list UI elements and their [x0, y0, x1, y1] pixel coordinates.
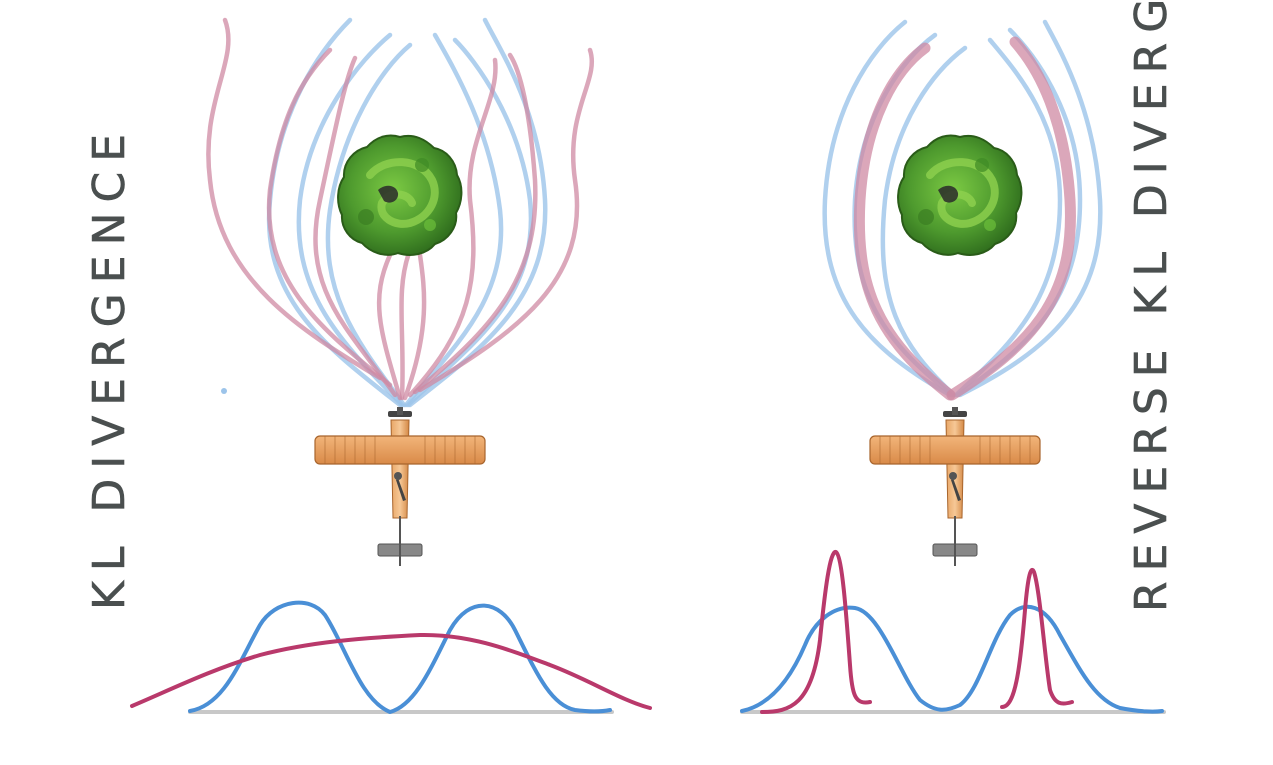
airplane-icon — [314, 406, 486, 567]
target-distribution-curve — [188, 600, 612, 714]
airplane-icon — [869, 406, 1041, 567]
stray-dot — [221, 388, 227, 394]
fitted-distribution-curve — [760, 549, 1074, 714]
right-panel-trajectories — [822, 19, 1103, 567]
tree-icon — [898, 135, 1021, 254]
tree-icon — [338, 135, 461, 254]
target-distribution-curve — [740, 604, 1164, 714]
left-label: KL DIVERGENCE — [84, 124, 135, 610]
right-label: REVERSE KL DIVERGENCE — [1126, 0, 1177, 612]
fitted-trajectories-left — [206, 17, 594, 401]
left-distribution-plot — [130, 600, 652, 714]
right-distribution-plot — [740, 549, 1166, 714]
left-panel-trajectories — [206, 17, 594, 567]
fitted-trajectories-right — [853, 36, 1076, 401]
fitted-distribution-curve — [130, 632, 652, 710]
